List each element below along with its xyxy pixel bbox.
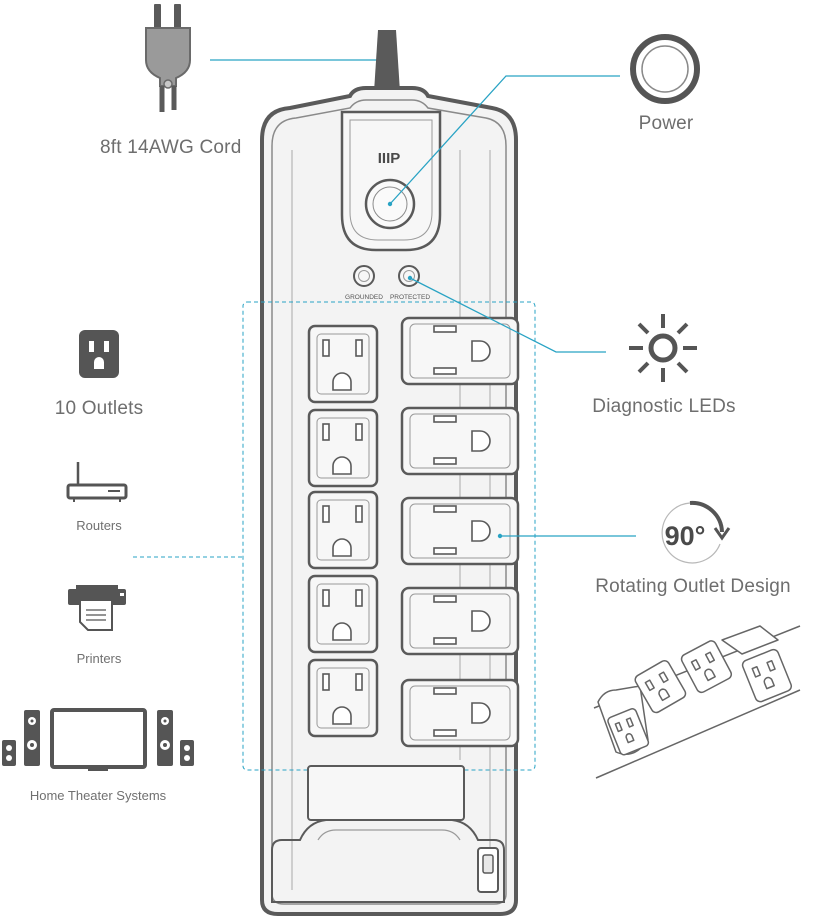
- printers-label: Printers: [76, 651, 122, 666]
- cord-icon: [374, 30, 400, 92]
- home-theater-label: Home Theater Systems: [29, 788, 167, 803]
- rotating-outlet: [400, 406, 520, 476]
- sun-led-icon: [629, 314, 697, 382]
- rotation-arrow-icon: [661, 500, 731, 564]
- brand-logo: IIIP: [378, 150, 401, 167]
- power-button-icon: [630, 34, 700, 104]
- diagnostic-leds-label: Diagnostic LEDs: [592, 396, 736, 417]
- bottom-compartment: [271, 765, 505, 903]
- grounded-led-label: GROUNDED: [345, 294, 383, 301]
- cord-label: 8ft 14AWG Cord: [100, 137, 242, 158]
- fixed-outlet: [307, 658, 379, 738]
- home-theater-icon: [2, 708, 194, 771]
- protected-led-icon: [398, 265, 420, 287]
- rotating-outlet: [400, 586, 520, 656]
- outlet-icon: [79, 330, 119, 378]
- rotating-outlet: [400, 496, 520, 566]
- fixed-outlet: [307, 324, 379, 404]
- grounded-led-icon: [353, 265, 375, 287]
- routers-label: Routers: [76, 518, 122, 533]
- rotating-outlet-sketch: [593, 625, 801, 779]
- rotating-outlet: [400, 316, 520, 386]
- router-icon: [66, 462, 128, 502]
- outlets-label: 10 Outlets: [54, 398, 144, 419]
- rotating-outlet: [400, 678, 520, 748]
- fixed-outlet: [307, 408, 379, 488]
- fixed-outlet: [307, 490, 379, 570]
- plug-icon: [145, 4, 191, 112]
- rotating-outlet-label: Rotating Outlet Design: [595, 576, 791, 597]
- fixed-outlet: [307, 574, 379, 654]
- rotation-degrees-label: 90°: [665, 521, 706, 551]
- printer-icon: [68, 585, 126, 631]
- protected-led-label: PROTECTED: [390, 294, 430, 301]
- rotating-outlet-column: [400, 316, 520, 748]
- power-label: Power: [638, 113, 694, 134]
- fixed-outlet-column: [307, 324, 379, 738]
